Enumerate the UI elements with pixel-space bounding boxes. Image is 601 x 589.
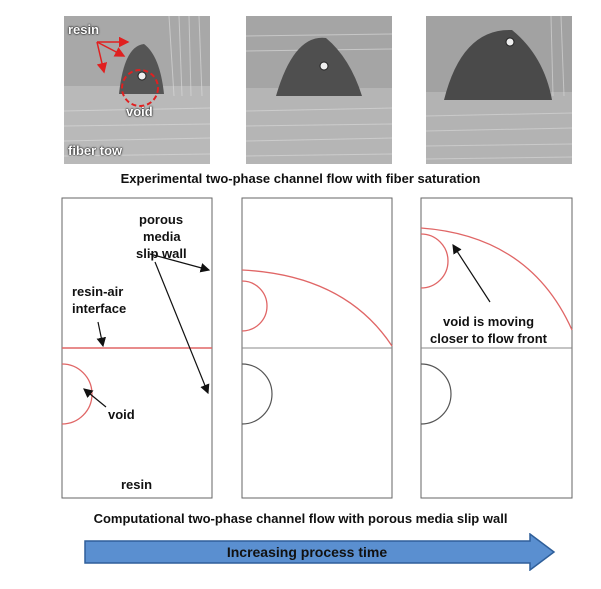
process-time-arrow [84,533,556,571]
flow-front-3 [420,227,573,331]
void-label: void [126,104,153,119]
interface-label-line2: interface [72,301,127,316]
resin-label: resin [68,22,100,37]
flow-front-2 [241,269,393,347]
experiment-photo-2 [246,16,392,164]
experiment-photo-3 [426,16,572,164]
sim-void-label: void [108,407,135,422]
interface-label-line1: resin-air [72,284,124,299]
process-time-label: Increasing process time [226,544,388,560]
void-moving-label-line1: void is moving [443,314,535,329]
void-arc-1 [61,363,93,425]
void-arc-2 [241,280,268,332]
photo-annotations [96,36,159,107]
porous-label-line2: media [143,229,181,244]
experiment-caption: Experimental two-phase channel flow with… [120,171,481,186]
fiber-tow-label: fiber tow [68,143,123,158]
void-arc-3 [420,233,449,289]
void-moving-label-line2: closer to flow front [430,331,547,346]
sim-resin-label: resin [121,477,153,492]
void-highlight-circle [121,69,159,107]
experiment-photo-1 [64,16,210,164]
porous-label-line1: porous [139,212,184,227]
porous-label-line3: slip wall [136,246,187,261]
computation-caption: Computational two-phase channel flow wit… [93,511,508,526]
